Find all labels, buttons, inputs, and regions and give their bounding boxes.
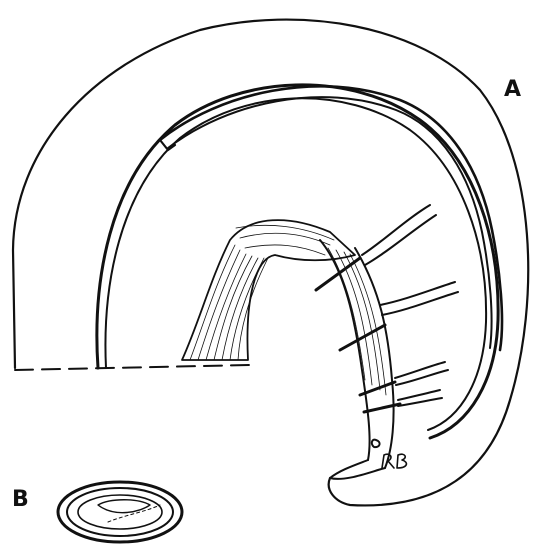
outer-wall xyxy=(13,20,528,506)
panel-b-label: B xyxy=(12,487,29,512)
section-divider xyxy=(108,505,160,522)
tendon-fibers xyxy=(328,248,386,395)
inner-arch-inner-line xyxy=(105,98,486,430)
section-core xyxy=(98,500,150,513)
upper-band xyxy=(160,86,502,350)
lower-tail xyxy=(330,460,385,479)
panel-a-label: A xyxy=(504,77,521,102)
fan-outline xyxy=(182,220,355,360)
tendon-trunk xyxy=(320,240,394,468)
panel-b: B xyxy=(12,482,182,542)
tail-dot xyxy=(372,440,380,448)
fan-fibers xyxy=(190,225,334,360)
panel-a: A xyxy=(13,20,528,506)
upper-band-inner xyxy=(168,97,492,348)
dashed-cut-line xyxy=(15,365,250,370)
nerve-branches xyxy=(362,205,458,406)
